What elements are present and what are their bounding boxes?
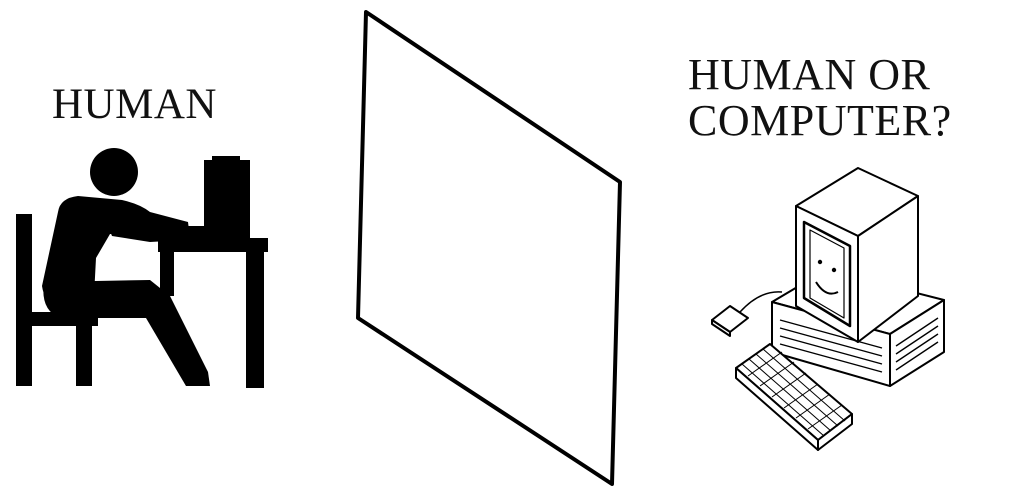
turing-test-diagram: HUMAN <box>0 0 1012 490</box>
computer-icon <box>0 0 1012 490</box>
